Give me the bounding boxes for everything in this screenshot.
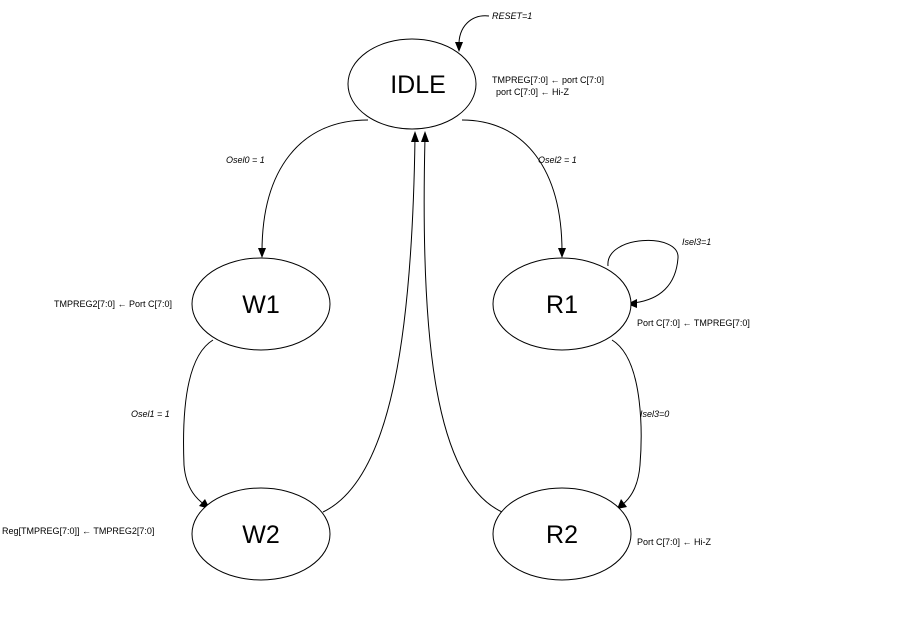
condition-isel3-1: Isel3=1 bbox=[682, 237, 711, 247]
edge-w2-to-idle bbox=[322, 137, 416, 513]
condition-osel2: Osel2 = 1 bbox=[538, 155, 577, 165]
action-idle-line2: port C[7:0] ← Hi-Z bbox=[496, 87, 570, 97]
edge-r1-self-loop bbox=[607, 240, 679, 304]
state-idle-label: IDLE bbox=[390, 71, 446, 99]
edge-reset-to-idle bbox=[458, 15, 490, 48]
state-w1-label: W1 bbox=[242, 291, 280, 319]
condition-reset: RESET=1 bbox=[492, 11, 532, 21]
arrowhead-r2-idle bbox=[421, 131, 429, 142]
state-w2-label: W2 bbox=[242, 521, 280, 549]
state-r2-label: R2 bbox=[546, 521, 578, 549]
state-r2: R2 bbox=[492, 487, 632, 581]
arrowhead-r1-r2 bbox=[617, 499, 627, 509]
action-w2: Reg[TMPREG[7:0]] ← TMPREG2[7:0] bbox=[2, 526, 154, 536]
arrowhead-idle-w1 bbox=[258, 248, 266, 258]
action-r1: Port C[7:0] ← TMPREG[7:0] bbox=[637, 318, 750, 328]
condition-osel0: Osel0 = 1 bbox=[226, 155, 265, 165]
edge-idle-to-r1 bbox=[461, 119, 563, 253]
edge-idle-to-w1 bbox=[261, 119, 369, 253]
arrowhead-r1-self bbox=[627, 299, 637, 308]
edge-r2-to-idle bbox=[423, 137, 503, 513]
state-r1-label: R1 bbox=[546, 291, 578, 319]
condition-isel3-0: Isel3=0 bbox=[640, 409, 669, 419]
state-w1: W1 bbox=[191, 257, 331, 351]
action-w1: TMPREG2[7:0] ← Port C[7:0] bbox=[54, 299, 172, 309]
state-idle: IDLE bbox=[347, 38, 477, 130]
action-r2: Port C[7:0] ← Hi-Z bbox=[637, 537, 712, 547]
action-idle-line1: TMPREG[7:0] ← port C[7:0] bbox=[492, 75, 604, 85]
edge-w1-to-w2 bbox=[182, 339, 214, 506]
arrowhead-idle-r1 bbox=[558, 248, 566, 258]
condition-osel1: Osel1 = 1 bbox=[131, 409, 170, 419]
arrowhead-w2-idle bbox=[411, 131, 419, 142]
state-r1: R1 bbox=[492, 257, 632, 351]
edge-r1-to-r2 bbox=[611, 339, 642, 506]
arrowhead-reset bbox=[455, 42, 463, 52]
state-w2: W2 bbox=[191, 487, 331, 581]
